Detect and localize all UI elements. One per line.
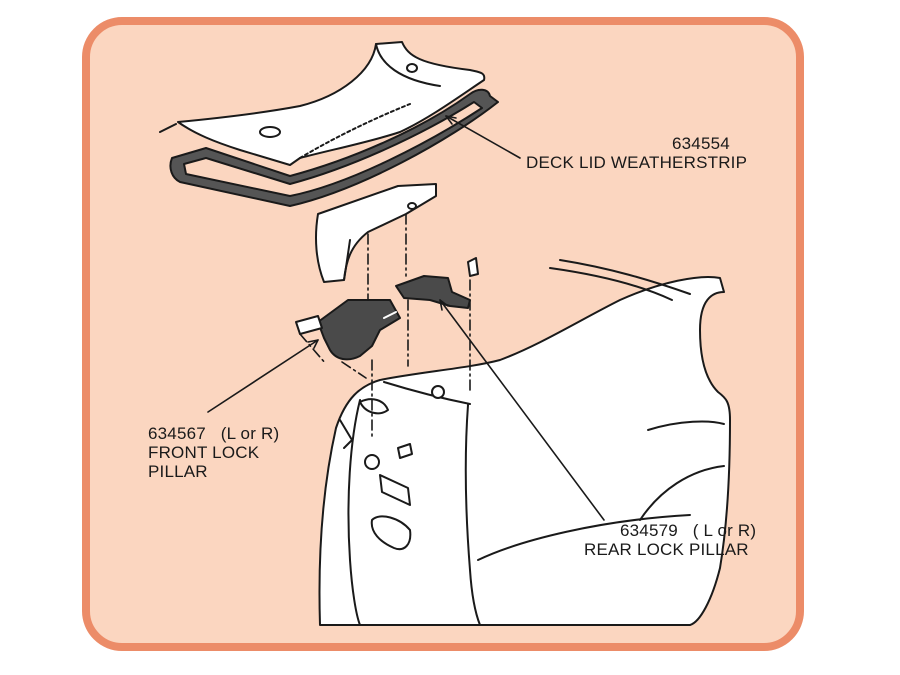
part-number: 634579 xyxy=(620,521,678,540)
callout-deck-lid-weatherstrip: 634554 DECK LID WEATHERSTRIP xyxy=(526,134,747,172)
lock-pillar-cover xyxy=(315,183,437,283)
assembly-lines xyxy=(299,213,471,441)
part-number: 634554 xyxy=(672,134,730,153)
callout-front-lock-pillar: 634567 (L or R) FRONT LOCK PILLAR xyxy=(148,424,279,481)
rear-lock-pillar-bracket xyxy=(395,257,479,309)
part-name: REAR LOCK PILLAR xyxy=(584,540,749,559)
deck-lid-weatherstrip xyxy=(169,88,499,207)
part-name-line-2: PILLAR xyxy=(148,462,208,481)
part-qualifier: (L or R) xyxy=(220,424,280,443)
front-lock-pillar-bracket xyxy=(295,299,401,361)
part-name: DECK LID WEATHERSTRIP xyxy=(526,153,748,172)
part-number: 634567 xyxy=(148,424,206,443)
rear-fender-body xyxy=(318,259,731,626)
leader-lines xyxy=(207,115,605,521)
part-number-line: 634579 ( L or R) xyxy=(620,521,756,540)
part-qualifier: ( L or R) xyxy=(692,521,757,540)
part-number-line: 634567 (L or R) xyxy=(148,424,279,443)
part-name-line-1: FRONT LOCK xyxy=(148,443,260,462)
deck-lid-panel xyxy=(159,41,486,166)
callout-rear-lock-pillar: 634579 ( L or R) REAR LOCK PILLAR xyxy=(584,521,756,559)
